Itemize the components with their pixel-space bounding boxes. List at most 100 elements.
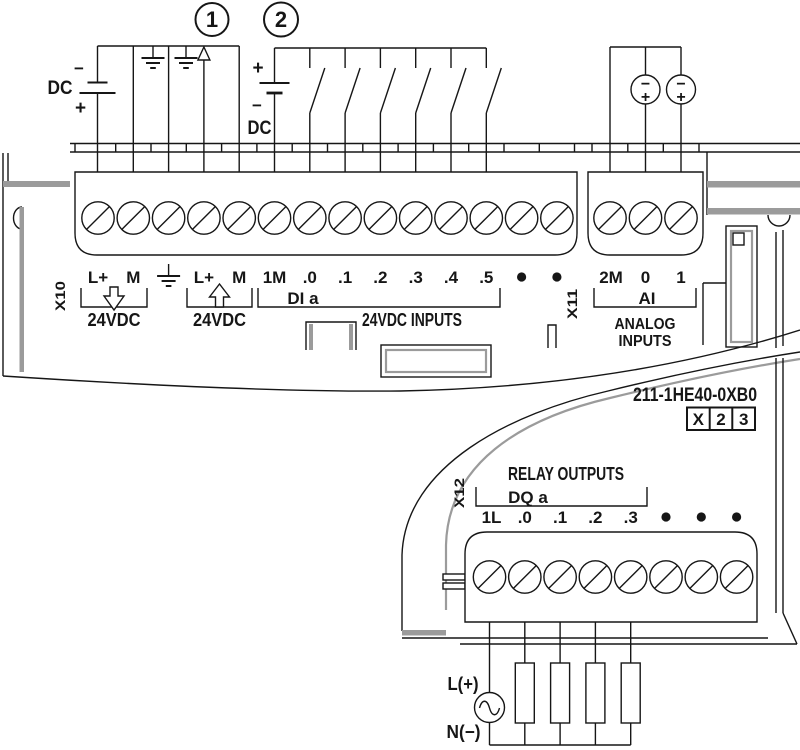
load-resistor bbox=[549, 662, 571, 724]
relay-output-wiring: L(+) N(−) bbox=[447, 622, 641, 746]
load-resistor bbox=[585, 662, 606, 724]
svg-text:M: M bbox=[126, 268, 140, 287]
svg-text:.2: .2 bbox=[588, 508, 602, 527]
svg-text:.1: .1 bbox=[338, 268, 352, 287]
svg-text:−: − bbox=[676, 76, 685, 93]
screw-terminal bbox=[81, 201, 115, 235]
sensor-out-arrow-icon bbox=[208, 282, 231, 308]
relay-caption: RELAY OUTPUTS bbox=[508, 464, 624, 484]
screw-terminal bbox=[116, 201, 151, 235]
ai-caption-2: INPUTS bbox=[619, 333, 672, 350]
screw-terminal bbox=[472, 560, 507, 594]
screw-terminal bbox=[719, 560, 754, 594]
neutral-label: N(−) bbox=[447, 722, 481, 742]
load-resistor bbox=[514, 662, 535, 724]
bracket-ai-group bbox=[593, 288, 697, 308]
input-switch-contacts bbox=[309, 48, 502, 172]
screw-terminal bbox=[507, 560, 542, 594]
screw-terminal bbox=[578, 560, 613, 594]
battery-icon bbox=[259, 82, 290, 95]
screw-terminal bbox=[613, 560, 648, 594]
unused-terminal-dot bbox=[696, 512, 706, 522]
analog-input-circuit: − + − + bbox=[609, 46, 697, 172]
analog-terminal-block bbox=[587, 171, 704, 256]
screw-terminal bbox=[540, 201, 574, 235]
screw-terminal bbox=[504, 201, 539, 235]
dc-supply-label: DC bbox=[48, 78, 73, 99]
svg-text:1: 1 bbox=[676, 268, 685, 287]
housing-clip-bar bbox=[442, 582, 466, 590]
svg-text:.2: .2 bbox=[373, 268, 387, 287]
screw-terminal bbox=[222, 201, 257, 235]
svg-text:−: − bbox=[641, 76, 650, 93]
svg-text:.5: .5 bbox=[479, 268, 493, 287]
svg-text:.0: .0 bbox=[518, 508, 532, 527]
earth-ground-icon bbox=[173, 45, 199, 69]
housing-clip-bar bbox=[442, 573, 466, 581]
svg-text:1M: 1M bbox=[263, 268, 287, 287]
bracket-di-group bbox=[257, 288, 501, 308]
screw-terminal bbox=[684, 560, 719, 594]
dc-supply-plus: + bbox=[75, 98, 86, 119]
svg-text:M: M bbox=[232, 268, 246, 287]
callout-2-number: 2 bbox=[275, 7, 287, 32]
plc-upper-housing bbox=[2, 142, 800, 392]
dc-supply-minus: − bbox=[74, 59, 84, 78]
screw-terminal bbox=[328, 201, 363, 235]
screw-terminal bbox=[398, 201, 433, 235]
screw-terminal bbox=[434, 201, 468, 235]
terminal-cover-comb bbox=[74, 143, 700, 152]
screw-terminal bbox=[257, 201, 292, 235]
earth-ground-icon bbox=[140, 45, 166, 69]
svg-text:.3: .3 bbox=[409, 268, 423, 287]
input-supply-label: DC bbox=[248, 118, 272, 139]
svg-text:.4: .4 bbox=[444, 268, 459, 287]
power-in-arrow-icon bbox=[102, 286, 126, 312]
connector-x11-label: X11 bbox=[564, 289, 580, 319]
functional-earth-icon bbox=[156, 263, 182, 287]
screw-terminal bbox=[151, 201, 186, 235]
screw-terminal bbox=[543, 560, 577, 594]
connector-x12-label: X12 bbox=[451, 478, 467, 508]
svg-text:L+: L+ bbox=[194, 268, 214, 287]
unused-terminal-dot bbox=[552, 272, 562, 282]
relay-output-labels: RELAY OUTPUTS X12 DQ a 1L .0 .1 .2 .3 bbox=[451, 464, 742, 527]
sensor-out-label: 24VDC bbox=[193, 310, 246, 330]
svg-text:+: + bbox=[641, 89, 650, 106]
input-supply-minus: − bbox=[252, 96, 262, 115]
di-group-label: DI a bbox=[287, 289, 319, 308]
screw-terminal bbox=[469, 201, 504, 235]
din-rail-tab bbox=[380, 344, 492, 378]
unused-terminal-dot bbox=[661, 512, 671, 522]
load-resistor bbox=[620, 662, 641, 724]
screw-terminal bbox=[593, 201, 627, 235]
housing-latch-hook bbox=[12, 206, 23, 230]
digital-input-circuit: + − DC bbox=[248, 47, 502, 172]
bracket-dq-group bbox=[475, 487, 648, 507]
battery-icon bbox=[79, 81, 116, 94]
di-caption: 24VDC INPUTS bbox=[362, 310, 462, 330]
dc-power-supply: DC − + bbox=[48, 45, 240, 172]
analog-voltage-source-icon: − + bbox=[665, 74, 697, 106]
svg-text:3: 3 bbox=[739, 410, 748, 429]
screw-terminal bbox=[649, 560, 683, 594]
expansion-port-detail bbox=[702, 152, 800, 348]
input-supply-plus: + bbox=[252, 58, 263, 79]
callout-2: 2 bbox=[263, 1, 299, 38]
svg-text:1L: 1L bbox=[482, 508, 502, 527]
sensor-supply-arrow-icon bbox=[196, 45, 211, 172]
upper-external-wiring: DC − + 1 2 + bbox=[48, 1, 697, 172]
dq-group-label: DQ a bbox=[508, 488, 548, 507]
ai-caption-1: ANALOG bbox=[615, 316, 676, 333]
svg-text:2: 2 bbox=[716, 410, 725, 429]
ac-source-icon bbox=[473, 691, 506, 724]
supply-in-label: 24VDC bbox=[88, 310, 141, 330]
plc-lower-housing: 211-1HE40-0XB0 X 2 3 RELAY OUTPUTS X12 D… bbox=[401, 351, 800, 645]
svg-text:.0: .0 bbox=[303, 268, 317, 287]
din-foot-edge bbox=[782, 612, 798, 645]
svg-text:0: 0 bbox=[641, 268, 650, 287]
callout-1: 1 bbox=[194, 2, 230, 37]
svg-text:.1: .1 bbox=[553, 508, 567, 527]
